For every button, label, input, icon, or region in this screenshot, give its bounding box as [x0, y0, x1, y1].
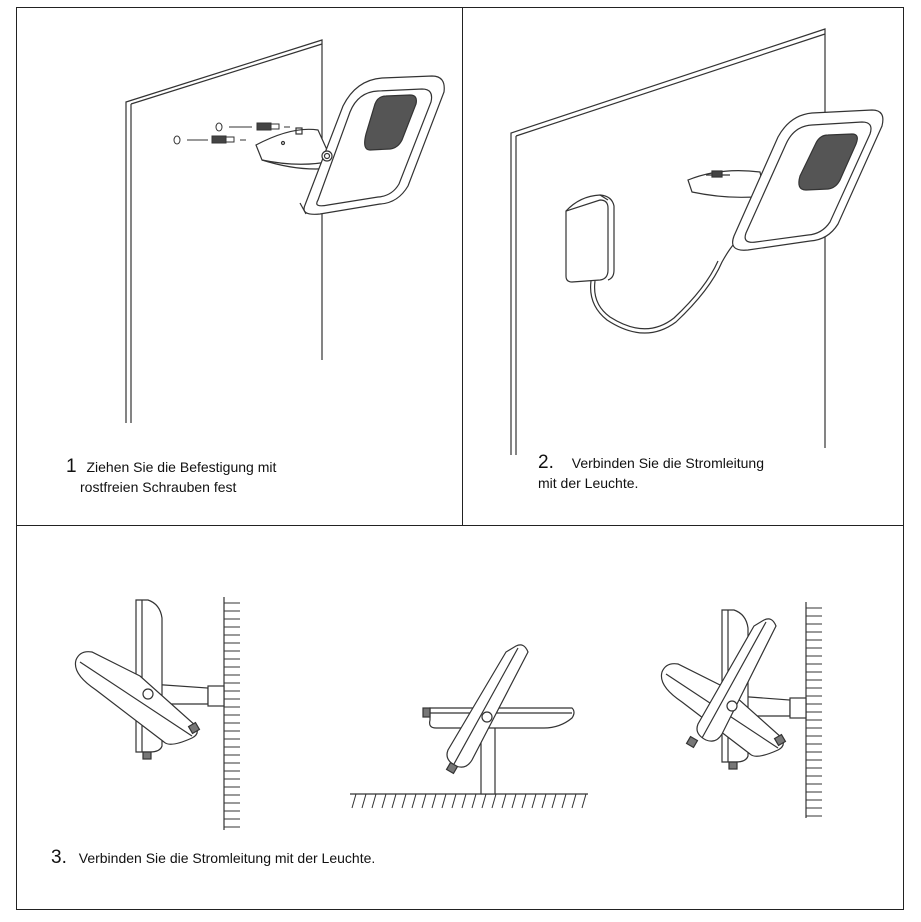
fixture-tilted-left — [74, 651, 201, 745]
step-2-caption: 2. Verbinden Sie die Stromleitung mit de… — [538, 453, 764, 493]
step-2-line-1: Verbinden Sie die Stromleitung — [571, 455, 764, 471]
floodlight-fixture — [299, 75, 445, 215]
step-1-number: 1 — [66, 456, 77, 477]
step-2-line-2: mit der Leuchte. — [538, 475, 639, 491]
fixture-horizontal-middle — [422, 707, 575, 729]
screws-and-anchors — [173, 122, 290, 145]
power-supply-box — [565, 194, 615, 283]
step-1-line-2: rostfreien Schrauben fest — [80, 479, 237, 495]
mounting-wall-right — [805, 602, 822, 818]
instruction-sheet-frame — [16, 7, 904, 910]
step-3-caption: 3. Verbinden Sie die Stromleitung mit de… — [51, 848, 375, 868]
fixture-tilted-up-right — [685, 618, 777, 749]
step-3-number: 3. — [51, 847, 67, 868]
floodlight-fixture — [732, 109, 884, 251]
panel-divider-vertical — [462, 7, 463, 526]
power-cable — [589, 237, 741, 334]
panel-divider-horizontal — [16, 525, 904, 526]
step-2-number: 2. — [538, 452, 554, 473]
wall-panel — [510, 28, 826, 455]
step-1-caption: 1 Ziehen Sie die Befestigung mit rostfre… — [66, 457, 276, 497]
fixture-tilted-middle — [445, 644, 529, 775]
mounting-wall-left — [223, 597, 240, 830]
step-1-line-1: Ziehen Sie die Befestigung mit — [86, 459, 277, 475]
step-3-text: Verbinden Sie die Stromleitung mit der L… — [78, 850, 376, 866]
mounting-ground-middle — [350, 793, 588, 809]
